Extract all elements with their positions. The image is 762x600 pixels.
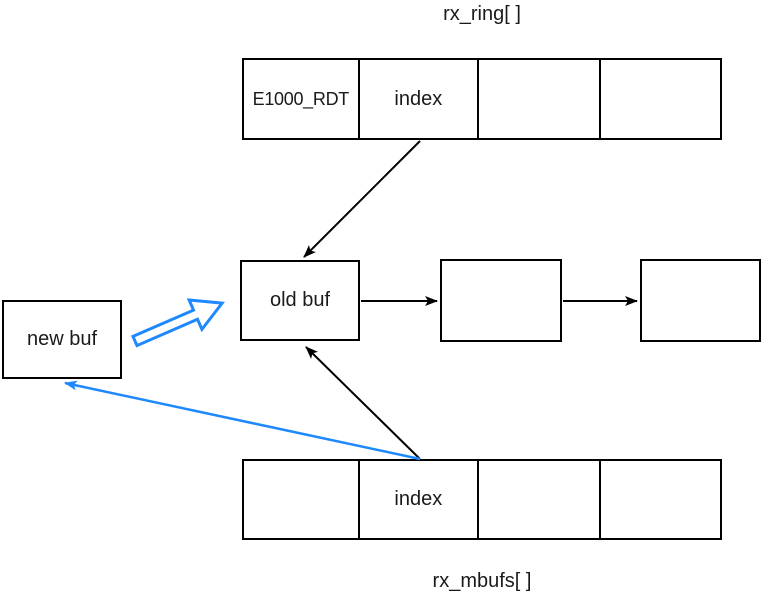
rx-ring-array: E1000_RDT index (242, 58, 722, 140)
rx-mbufs-cell-empty-0 (244, 461, 358, 538)
buf-chain-box-2 (440, 259, 562, 342)
new-buf-to-old-buf-block-arrow (131, 298, 225, 348)
rx-ring-cell-empty-1 (477, 60, 598, 138)
rx-ring-index-to-old-buf-arrow (303, 140, 421, 258)
rx-ring-cell-index: index (357, 60, 478, 138)
new-buf-box: new buf (2, 300, 122, 379)
rx-ring-cell-empty-2 (598, 60, 720, 138)
rx-mbufs-cell-empty-1 (477, 461, 598, 538)
old-buf-box: old buf (240, 260, 360, 341)
rx-mbufs-cell-index: index (357, 461, 478, 538)
rx-mbufs-title: rx_mbufs[ ] (432, 570, 532, 592)
buf-chain-box-3 (640, 259, 761, 342)
rx-ring-title: rx_ring[ ] (443, 3, 521, 25)
rx-mbufs-index-to-old-buf-arrow (305, 346, 421, 460)
rx-mbufs-cell-empty-2 (598, 461, 720, 538)
rx-ring-cell-e1000-rdt: E1000_RDT (252, 88, 350, 109)
rx-mbufs-index-to-new-buf-arrow (64, 380, 421, 461)
rx-mbufs-array: index (242, 459, 722, 540)
